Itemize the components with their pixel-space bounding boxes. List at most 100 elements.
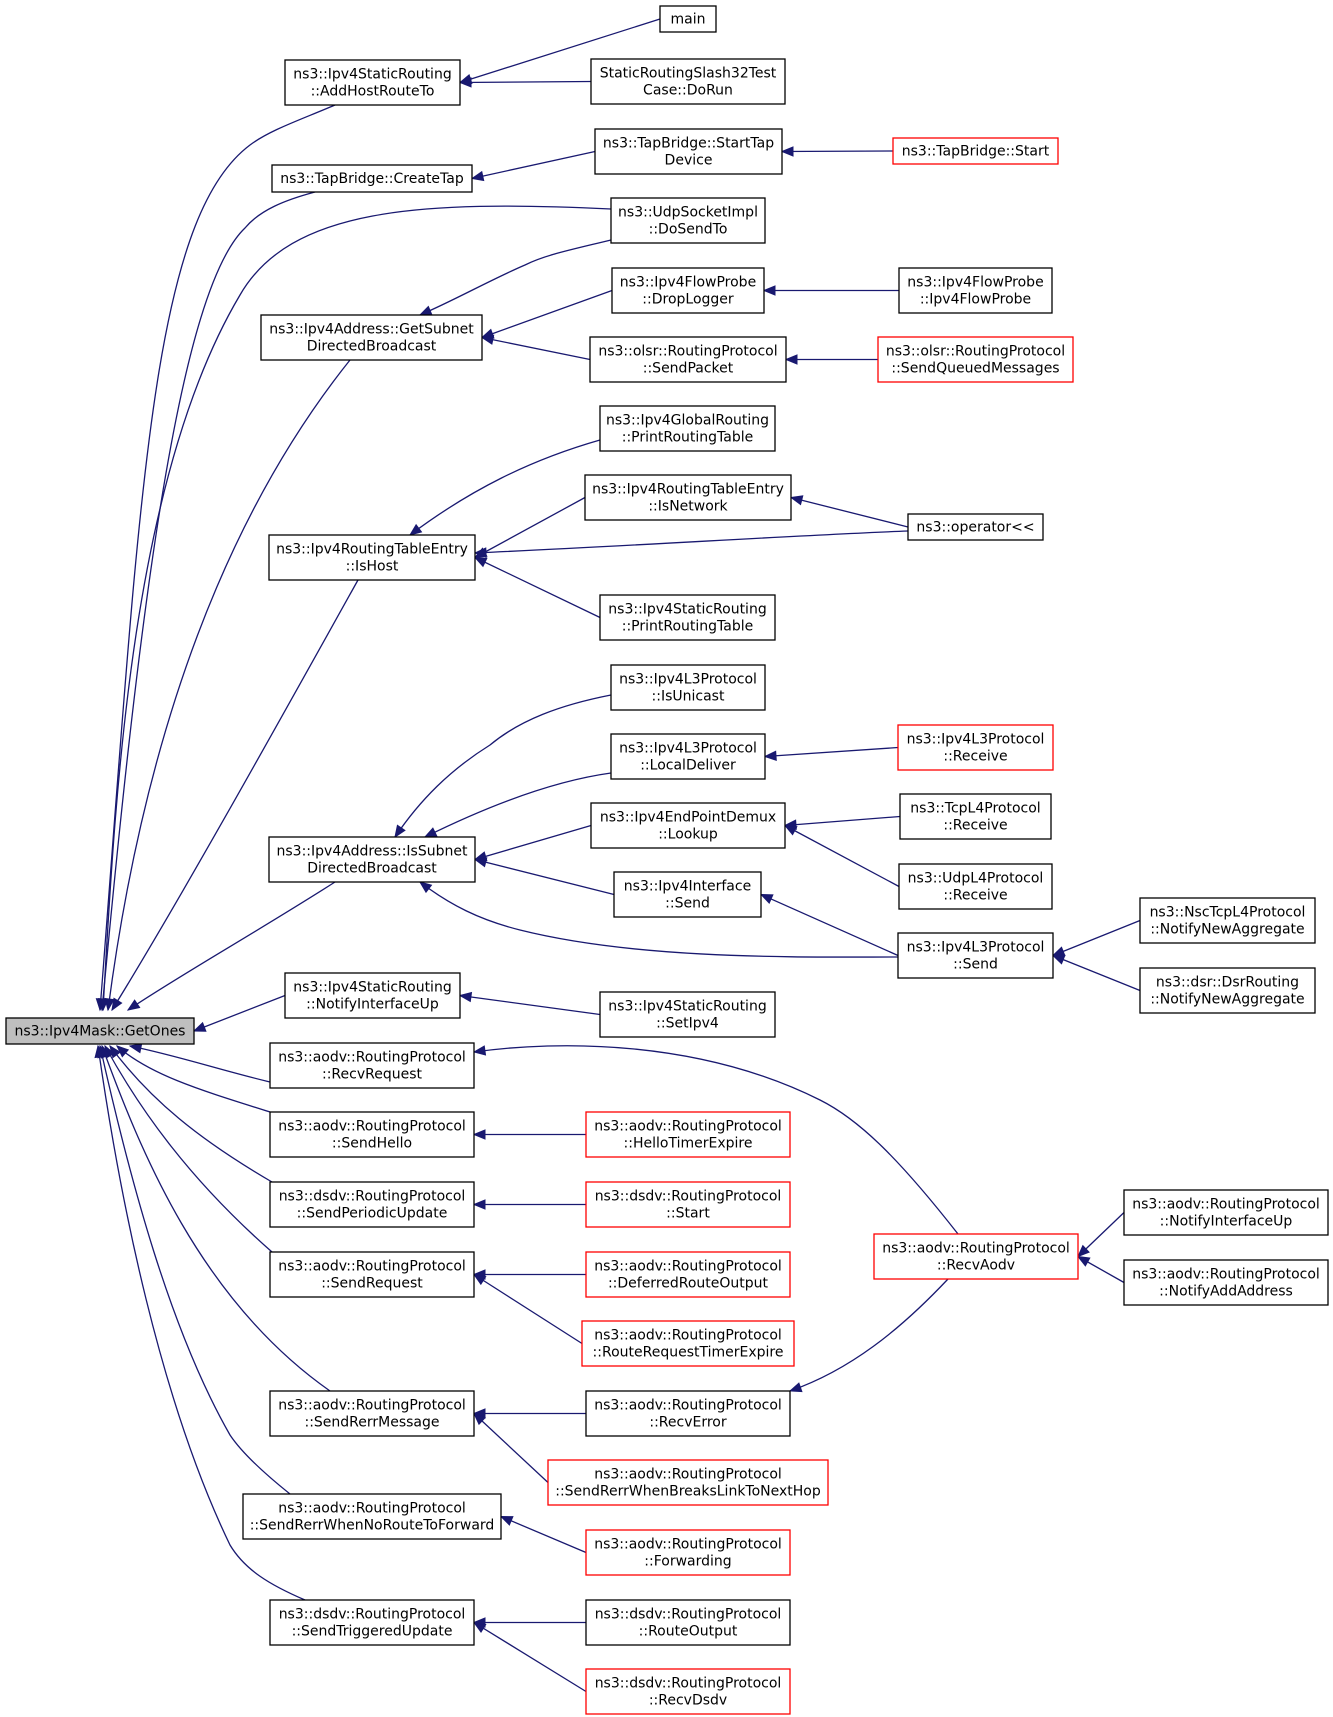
node-label-line: DirectedBroadcast bbox=[307, 861, 437, 877]
node-recverror[interactable]: ns3::aodv::RoutingProtocol::RecvError bbox=[585, 1390, 791, 1437]
node-box bbox=[585, 1111, 791, 1158]
edge-dsdvstart-to-sendperiodic bbox=[472, 1199, 586, 1210]
node-label-line: ns3::Ipv4EndPointDemux bbox=[600, 810, 776, 826]
edge-line bbox=[784, 815, 901, 827]
node-sendtriggered[interactable]: ns3::dsdv::RoutingProtocol::SendTriggere… bbox=[269, 1599, 475, 1646]
edge-line bbox=[459, 18, 661, 84]
node-addhostrouteto[interactable]: ns3::Ipv4StaticRouting::AddHostRouteTo bbox=[284, 59, 461, 106]
node-deferred[interactable]: ns3::aodv::RoutingProtocol::DeferredRout… bbox=[585, 1251, 791, 1298]
node-isnetwork[interactable]: ns3::Ipv4RoutingTableEntry::IsNetwork bbox=[584, 474, 792, 521]
node-tapstart[interactable]: ns3::TapBridge::Start bbox=[892, 137, 1059, 165]
edge-issubnetdb-to-getones bbox=[126, 881, 336, 1011]
edge-line bbox=[459, 994, 601, 1016]
node-box bbox=[610, 197, 766, 244]
node-main[interactable]: main bbox=[659, 5, 717, 33]
node-sendrerrmsg[interactable]: ns3::aodv::RoutingProtocol::SendRerrMess… bbox=[269, 1390, 475, 1437]
edge-line bbox=[1052, 919, 1141, 957]
edge-line bbox=[781, 150, 894, 153]
node-aodvnotifyifup[interactable]: ns3::aodv::RoutingProtocol::NotifyInterf… bbox=[1123, 1189, 1329, 1236]
edge-line bbox=[193, 994, 286, 1032]
edge-arrow-head bbox=[472, 1621, 487, 1633]
node-createtap[interactable]: ns3::TapBridge::CreateTap bbox=[271, 164, 473, 193]
node-label-line: ns3::Ipv4StaticRouting bbox=[608, 602, 766, 618]
node-olsrsendpacket[interactable]: ns3::olsr::RoutingProtocol::SendPacket bbox=[589, 336, 787, 383]
node-box bbox=[613, 871, 762, 918]
node-recvrequest[interactable]: ns3::aodv::RoutingProtocol::RecvRequest bbox=[269, 1042, 475, 1089]
edge-deferred-to-sendrequest bbox=[472, 1269, 586, 1280]
node-label-line: ::SendPacket bbox=[643, 361, 734, 377]
node-label-line: ::SendRerrWhenBreaksLinkToNextHop bbox=[555, 1484, 821, 1500]
node-isunicast[interactable]: ns3::Ipv4L3Protocol::IsUnicast bbox=[610, 664, 766, 711]
edge-arrow-head bbox=[499, 1515, 514, 1526]
node-box bbox=[610, 733, 766, 780]
node-udpreceive[interactable]: ns3::UdpL4Protocol::Receive bbox=[898, 863, 1053, 910]
edge-l3send-to-issubnetdb bbox=[418, 881, 899, 958]
node-label-line: ::HelloTimerExpire bbox=[624, 1136, 753, 1152]
node-staticprint[interactable]: ns3::Ipv4StaticRouting::PrintRoutingTabl… bbox=[599, 594, 776, 641]
node-getones[interactable]: ns3::Ipv4Mask::GetOnes bbox=[5, 1017, 195, 1045]
node-ishost[interactable]: ns3::Ipv4RoutingTableEntry::IsHost bbox=[268, 534, 476, 581]
node-label-line: ns3::olsr::RoutingProtocol bbox=[886, 344, 1065, 360]
node-label-line: ::RecvError bbox=[649, 1415, 726, 1431]
node-getsubnetdb[interactable]: ns3::Ipv4Address::GetSubnetDirectedBroad… bbox=[260, 314, 483, 361]
node-box bbox=[1139, 897, 1316, 944]
node-box bbox=[242, 1493, 502, 1540]
node-label-line: ns3::Ipv4Address::IsSubnet bbox=[277, 844, 468, 860]
edge-line bbox=[111, 579, 359, 1011]
node-label-line: ns3::TapBridge::Start bbox=[902, 144, 1050, 160]
node-dsdvstart[interactable]: ns3::dsdv::RoutingProtocol::Start bbox=[585, 1181, 791, 1228]
node-sendhello[interactable]: ns3::aodv::RoutingProtocol::SendHello bbox=[269, 1111, 475, 1158]
node-notifyifup[interactable]: ns3::Ipv4StaticRouting::NotifyInterfaceU… bbox=[284, 972, 461, 1019]
node-sendrerrnoroute[interactable]: ns3::aodv::RoutingProtocol::SendRerrWhen… bbox=[242, 1493, 502, 1540]
node-demuxlookup[interactable]: ns3::Ipv4EndPointDemux::Lookup bbox=[590, 802, 786, 849]
node-l3receive[interactable]: ns3::Ipv4L3Protocol::Receive bbox=[897, 724, 1054, 771]
node-flowprobe[interactable]: ns3::Ipv4FlowProbe::Ipv4FlowProbe bbox=[898, 267, 1053, 314]
node-udpdosendto[interactable]: ns3::UdpSocketImpl::DoSendTo bbox=[610, 197, 766, 244]
node-label-line: ns3::Ipv4L3Protocol bbox=[619, 741, 757, 757]
edge-arrow-head bbox=[789, 495, 804, 506]
node-setipv4[interactable]: ns3::Ipv4StaticRouting::SetIpv4 bbox=[599, 991, 776, 1038]
edge-line bbox=[424, 772, 612, 838]
edge-line bbox=[99, 1045, 291, 1495]
node-routeoutput[interactable]: ns3::dsdv::RoutingProtocol::RouteOutput bbox=[585, 1599, 791, 1646]
node-label-line: ::RouteOutput bbox=[639, 1624, 738, 1640]
edge-recvaodv-to-recvrequest bbox=[472, 1045, 959, 1235]
node-l3send[interactable]: ns3::Ipv4L3Protocol::Send bbox=[897, 932, 1054, 979]
edge-arrow-head bbox=[783, 824, 798, 836]
edge-starttapdevice-to-createtap bbox=[470, 150, 596, 182]
node-label-line: ::NotifyNewAggregate bbox=[1150, 922, 1304, 938]
node-sendrerrbreaks[interactable]: ns3::aodv::RoutingProtocol::SendRerrWhen… bbox=[547, 1459, 829, 1506]
node-label-line: DirectedBroadcast bbox=[307, 339, 437, 355]
node-tcpreceive[interactable]: ns3::TcpL4Protocol::Receive bbox=[899, 793, 1052, 840]
node-localdeliver[interactable]: ns3::Ipv4L3Protocol::LocalDeliver bbox=[610, 733, 766, 780]
edge-arrow-head bbox=[472, 1273, 487, 1286]
node-droplogger[interactable]: ns3::Ipv4FlowProbe::DropLogger bbox=[611, 267, 765, 314]
node-recvdsdv[interactable]: ns3::dsdv::RoutingProtocol::RecvDsdv bbox=[585, 1668, 791, 1715]
node-box bbox=[269, 1599, 475, 1646]
node-globalprint[interactable]: ns3::Ipv4GlobalRouting::PrintRoutingTabl… bbox=[599, 405, 776, 452]
node-aodvnotifyaddr[interactable]: ns3::aodv::RoutingProtocol::NotifyAddAdd… bbox=[1123, 1259, 1329, 1306]
node-sendrequest[interactable]: ns3::aodv::RoutingProtocol::SendRequest bbox=[269, 1251, 475, 1298]
node-routereqtimer[interactable]: ns3::aodv::RoutingProtocol::RouteRequest… bbox=[581, 1320, 795, 1367]
edge-l3receive-to-localdeliver bbox=[763, 746, 899, 761]
edge-line bbox=[101, 191, 316, 1011]
node-label-line: ::Send bbox=[665, 896, 710, 912]
node-sendperiodic[interactable]: ns3::dsdv::RoutingProtocol::SendPeriodic… bbox=[269, 1181, 475, 1228]
node-label-line: ns3::aodv::RoutingProtocol bbox=[278, 1501, 466, 1517]
node-recvaodv[interactable]: ns3::aodv::RoutingProtocol::RecvAodv bbox=[873, 1233, 1079, 1280]
node-olsrqueued[interactable]: ns3::olsr::RoutingProtocol::SendQueuedMe… bbox=[877, 336, 1074, 383]
node-nsctcp[interactable]: ns3::NscTcpL4Protocol::NotifyNewAggregat… bbox=[1139, 897, 1316, 944]
node-hellotimer[interactable]: ns3::aodv::RoutingProtocol::HelloTimerEx… bbox=[585, 1111, 791, 1158]
edge-arrow-head bbox=[472, 1199, 486, 1210]
node-dsrnotify[interactable]: ns3::dsr::DsrRouting::NotifyNewAggregate bbox=[1139, 967, 1316, 1014]
node-ifsend[interactable]: ns3::Ipv4Interface::Send bbox=[613, 871, 762, 918]
edge-arrow-head bbox=[762, 285, 776, 296]
node-box bbox=[284, 59, 461, 106]
node-issubnetdb[interactable]: ns3::Ipv4Address::IsSubnetDirectedBroadc… bbox=[268, 836, 476, 883]
node-operatorlt[interactable]: ns3::operator<< bbox=[907, 513, 1044, 541]
node-forwarding[interactable]: ns3::aodv::RoutingProtocol::Forwarding bbox=[585, 1529, 791, 1576]
edge-arrow-head bbox=[473, 1412, 486, 1426]
